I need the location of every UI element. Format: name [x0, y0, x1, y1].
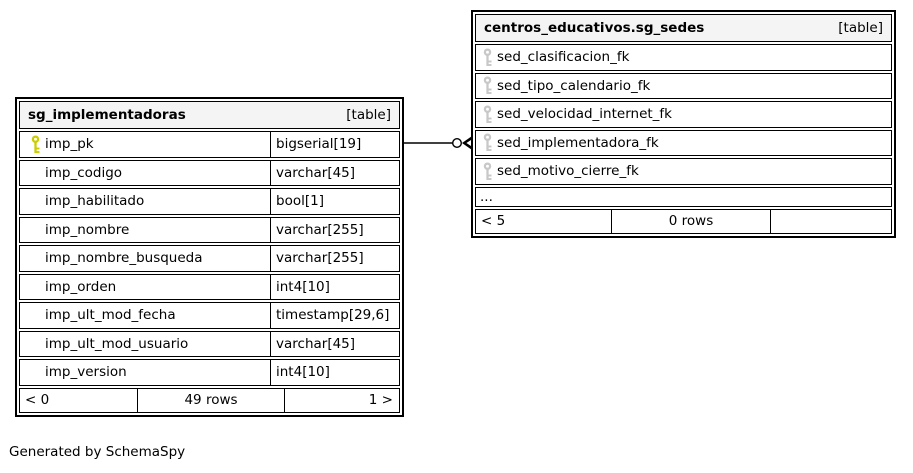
column-type: varchar[255] [270, 246, 399, 271]
table-row: sed_implementadora_fk [475, 129, 892, 156]
table-footer: < 5 0 rows [475, 208, 892, 234]
table-title[interactable]: sg_implementadoras [28, 107, 186, 123]
column-name: sed_tipo_calendario_fk [497, 77, 651, 94]
column-type: int4[10] [270, 274, 399, 299]
table-node-sg-sedes[interactable]: centros_educativos.sg_sedes [table] sed_… [471, 10, 896, 238]
foreign-key-icon [482, 133, 497, 152]
table-type-badge: [table] [346, 107, 391, 123]
pagination-prev[interactable]: < 0 [25, 392, 50, 408]
column-name: imp_habilitado [45, 193, 145, 210]
column-name: imp_pk [45, 136, 94, 153]
table-title[interactable]: centros_educativos.sg_sedes [484, 20, 705, 36]
table-row: imp_version int4[10] [19, 359, 400, 386]
table-row: imp_nombre varchar[255] [19, 216, 400, 243]
foreign-key-icon [482, 105, 497, 124]
column-name: sed_implementadora_fk [497, 134, 659, 151]
table-header[interactable]: sg_implementadoras [table] [19, 101, 400, 129]
column-type: varchar[255] [270, 217, 399, 242]
table-row: imp_ult_mod_usuario varchar[45] [19, 330, 400, 357]
truncated-columns-row: ... [475, 186, 892, 207]
table-row: sed_motivo_cierre_fk [475, 158, 892, 185]
column-type: varchar[45] [270, 160, 399, 185]
pagination-prev[interactable]: < 5 [481, 213, 506, 229]
column-name: imp_nombre_busqueda [45, 250, 203, 267]
column-name: imp_codigo [45, 164, 123, 181]
crowfoot-arrow-icon [462, 136, 471, 150]
table-row: sed_tipo_calendario_fk [475, 72, 892, 99]
table-type-badge: [table] [838, 20, 883, 36]
pagination-next[interactable]: 1 > [368, 392, 393, 408]
zero-or-one-circle-icon [452, 137, 463, 148]
generated-by-note: Generated by SchemaSpy [9, 444, 186, 460]
column-type: varchar[45] [270, 331, 399, 356]
table-row: imp_ult_mod_fecha timestamp[29,6] [19, 302, 400, 329]
column-type: bigserial[19] [270, 132, 399, 157]
table-row: imp_pk bigserial[19] [19, 131, 400, 158]
pagination-next [771, 210, 891, 233]
column-name: sed_clasificacion_fk [497, 49, 630, 66]
column-name: imp_ult_mod_usuario [45, 335, 189, 352]
column-type: bool[1] [270, 189, 399, 214]
table-row: imp_codigo varchar[45] [19, 159, 400, 186]
column-name: sed_velocidad_internet_fk [497, 106, 672, 123]
table-row: sed_velocidad_internet_fk [475, 101, 892, 128]
foreign-key-icon [482, 162, 497, 181]
column-name: sed_motivo_cierre_fk [497, 163, 639, 180]
foreign-key-icon [482, 76, 497, 95]
row-count: 49 rows [137, 388, 285, 412]
table-footer: < 0 49 rows 1 > [19, 387, 400, 413]
table-header[interactable]: centros_educativos.sg_sedes [table] [475, 14, 892, 42]
column-name: imp_nombre [45, 221, 130, 238]
foreign-key-icon [482, 48, 497, 67]
table-node-sg-implementadoras[interactable]: sg_implementadoras [table] imp_pk bigser… [15, 97, 404, 417]
table-row: imp_nombre_busqueda varchar[255] [19, 245, 400, 272]
row-count: 0 rows [611, 209, 771, 233]
table-row: sed_clasificacion_fk [475, 44, 892, 71]
column-type: timestamp[29,6] [270, 303, 399, 328]
primary-key-icon [30, 135, 45, 154]
column-type: int4[10] [270, 360, 399, 385]
column-name: imp_orden [45, 278, 117, 295]
table-row: imp_habilitado bool[1] [19, 188, 400, 215]
column-name: imp_ult_mod_fecha [45, 307, 176, 324]
column-name: imp_version [45, 364, 127, 381]
table-row: imp_orden int4[10] [19, 273, 400, 300]
